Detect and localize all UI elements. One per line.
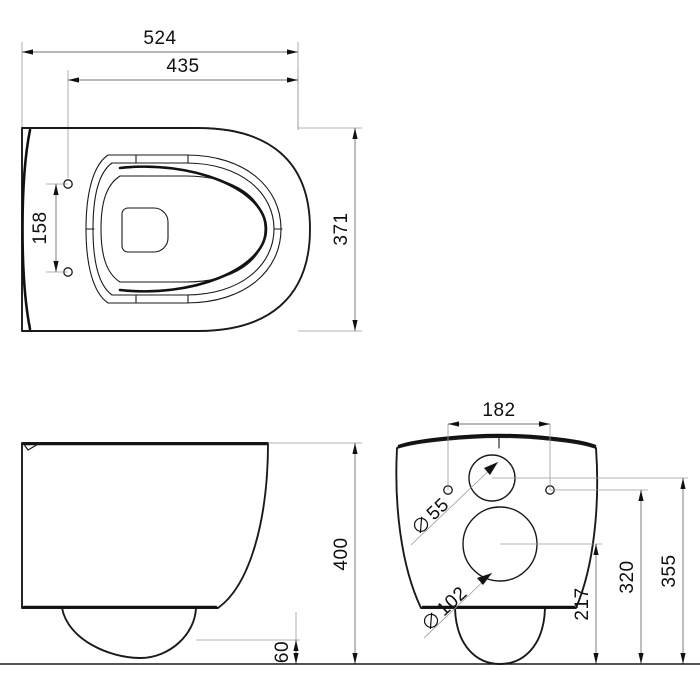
dim-label-371: 371 bbox=[331, 212, 352, 245]
top-view-seat-shadow bbox=[118, 165, 268, 293]
top-view-wall-curve bbox=[21, 128, 32, 331]
top-view-seat-outer bbox=[85, 154, 282, 304]
side-view-bowl-underside bbox=[61, 607, 197, 659]
dim-label-355: 355 bbox=[659, 554, 680, 587]
dia55-label-group: 55 bbox=[413, 494, 454, 533]
top-view-bowl-aperture bbox=[100, 175, 266, 283]
leader-line-dia55 bbox=[410, 461, 499, 546]
dim-label-435: 435 bbox=[166, 56, 199, 77]
dia-symbol-102 bbox=[423, 613, 439, 628]
dia-symbol-55-slash bbox=[419, 516, 423, 533]
dim-label-60: 60 bbox=[272, 641, 293, 663]
top-view-water-spot bbox=[121, 207, 169, 253]
side-view-body-outline bbox=[21, 442, 269, 609]
dia-label-102: 102 bbox=[433, 583, 472, 621]
dim-label-524: 524 bbox=[143, 28, 176, 49]
rear-view-body-outline bbox=[395, 436, 599, 609]
dim-label-320: 320 bbox=[617, 560, 638, 593]
top-view-seat-mid bbox=[92, 162, 275, 296]
rear-view-group: 182 55 102 217 bbox=[395, 400, 688, 665]
dia-symbol-102-slash bbox=[429, 612, 433, 629]
dia-label-55: 55 bbox=[423, 494, 454, 524]
side-view-group: 400 60 bbox=[21, 442, 362, 664]
top-view-pan-outline bbox=[21, 127, 311, 332]
leader-arrow-dia102 bbox=[477, 573, 492, 585]
dim-label-182: 182 bbox=[482, 400, 515, 421]
leader-line-dia102 bbox=[423, 572, 493, 639]
dia-symbol-55 bbox=[413, 517, 429, 532]
rear-view-bowl-underside bbox=[454, 607, 546, 665]
leader-arrow-dia55 bbox=[484, 462, 498, 475]
side-view-corner-wedge bbox=[22, 442, 41, 451]
top-view-group: 524 435 371 bbox=[21, 28, 362, 332]
dim-label-158: 158 bbox=[30, 211, 51, 244]
dim-label-400: 400 bbox=[331, 537, 352, 570]
dim-label-217: 217 bbox=[572, 587, 593, 620]
